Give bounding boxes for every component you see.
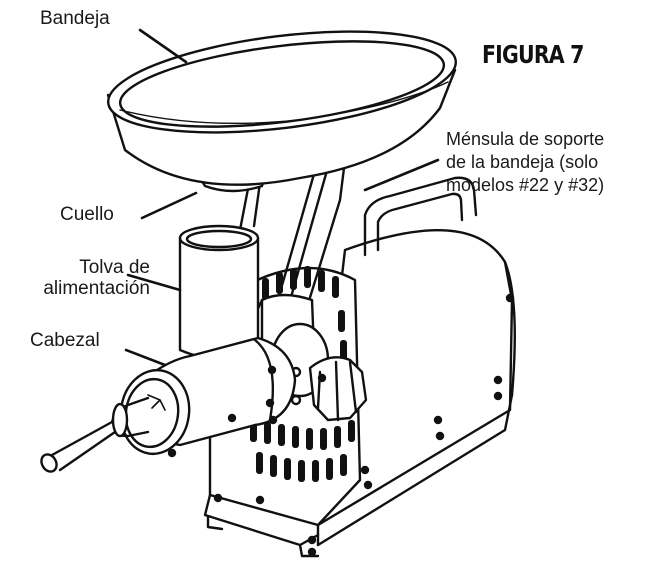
leader-cabezal: [124, 348, 167, 367]
callout-leaders: [124, 28, 440, 367]
head-barrel: [119, 336, 327, 458]
leader-cuello: [140, 191, 198, 220]
label-cuello: Cuello: [60, 204, 114, 225]
label-mensula-line3: modelos #22 y #32): [446, 175, 605, 195]
tray: [106, 30, 457, 186]
leader-bandeja: [138, 28, 188, 64]
label-bandeja: Bandeja: [40, 8, 110, 29]
label-cabezal: Cabezal: [30, 330, 100, 351]
leader-tolva: [126, 273, 182, 292]
leader-mensula: [363, 158, 440, 192]
figure-title: FIGURA 7: [482, 40, 584, 69]
label-tolva: Tolva de alimentación: [4, 257, 150, 299]
label-mensula-line1: Ménsula de soporte: [446, 129, 605, 149]
label-tolva-line2: alimentación: [43, 278, 150, 299]
feed-tube: [178, 224, 260, 361]
label-mensula: Ménsula de soporte de la bandeja (solo m…: [446, 128, 604, 197]
label-tolva-line1: Tolva de: [79, 257, 150, 278]
label-mensula-line2: de la bandeja (solo: [446, 152, 599, 172]
tray-support-bracket: [238, 158, 347, 332]
stuffing-nozzle: [40, 396, 150, 473]
